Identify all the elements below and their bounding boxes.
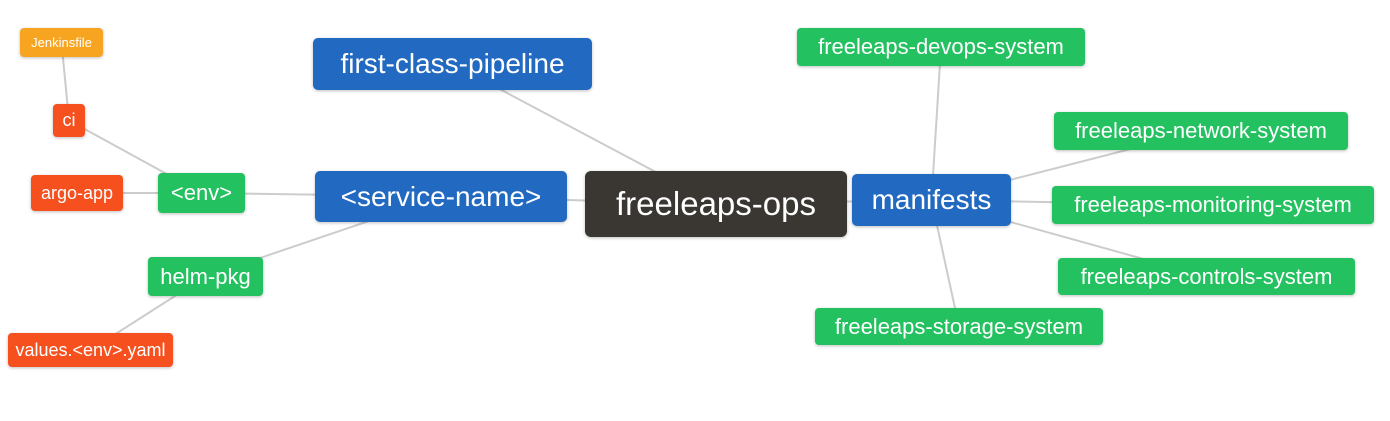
mindmap-node-values-env-yaml[interactable]: values.<env>.yaml bbox=[8, 333, 173, 367]
mindmap-node-freeleaps-ops[interactable]: freeleaps-ops bbox=[585, 171, 847, 237]
mindmap-node-env[interactable]: <env> bbox=[158, 173, 245, 213]
mindmap-node-network-system[interactable]: freeleaps-network-system bbox=[1054, 112, 1348, 150]
mindmap-node-argo-app[interactable]: argo-app bbox=[31, 175, 123, 211]
mindmap-node-monitoring-system[interactable]: freeleaps-monitoring-system bbox=[1052, 186, 1374, 224]
mindmap-node-controls-system[interactable]: freeleaps-controls-system bbox=[1058, 258, 1355, 295]
mindmap-node-jenkinsfile[interactable]: Jenkinsfile bbox=[20, 28, 103, 57]
mindmap-node-service-name[interactable]: <service-name> bbox=[315, 171, 567, 222]
mindmap-node-ci[interactable]: ci bbox=[53, 104, 85, 137]
mindmap-node-first-class-pipeline[interactable]: first-class-pipeline bbox=[313, 38, 592, 90]
mindmap-node-manifests[interactable]: manifests bbox=[852, 174, 1011, 226]
mindmap-node-storage-system[interactable]: freeleaps-storage-system bbox=[815, 308, 1103, 345]
mindmap-node-helm-pkg[interactable]: helm-pkg bbox=[148, 257, 263, 296]
mindmap-node-devops-system[interactable]: freeleaps-devops-system bbox=[797, 28, 1085, 66]
